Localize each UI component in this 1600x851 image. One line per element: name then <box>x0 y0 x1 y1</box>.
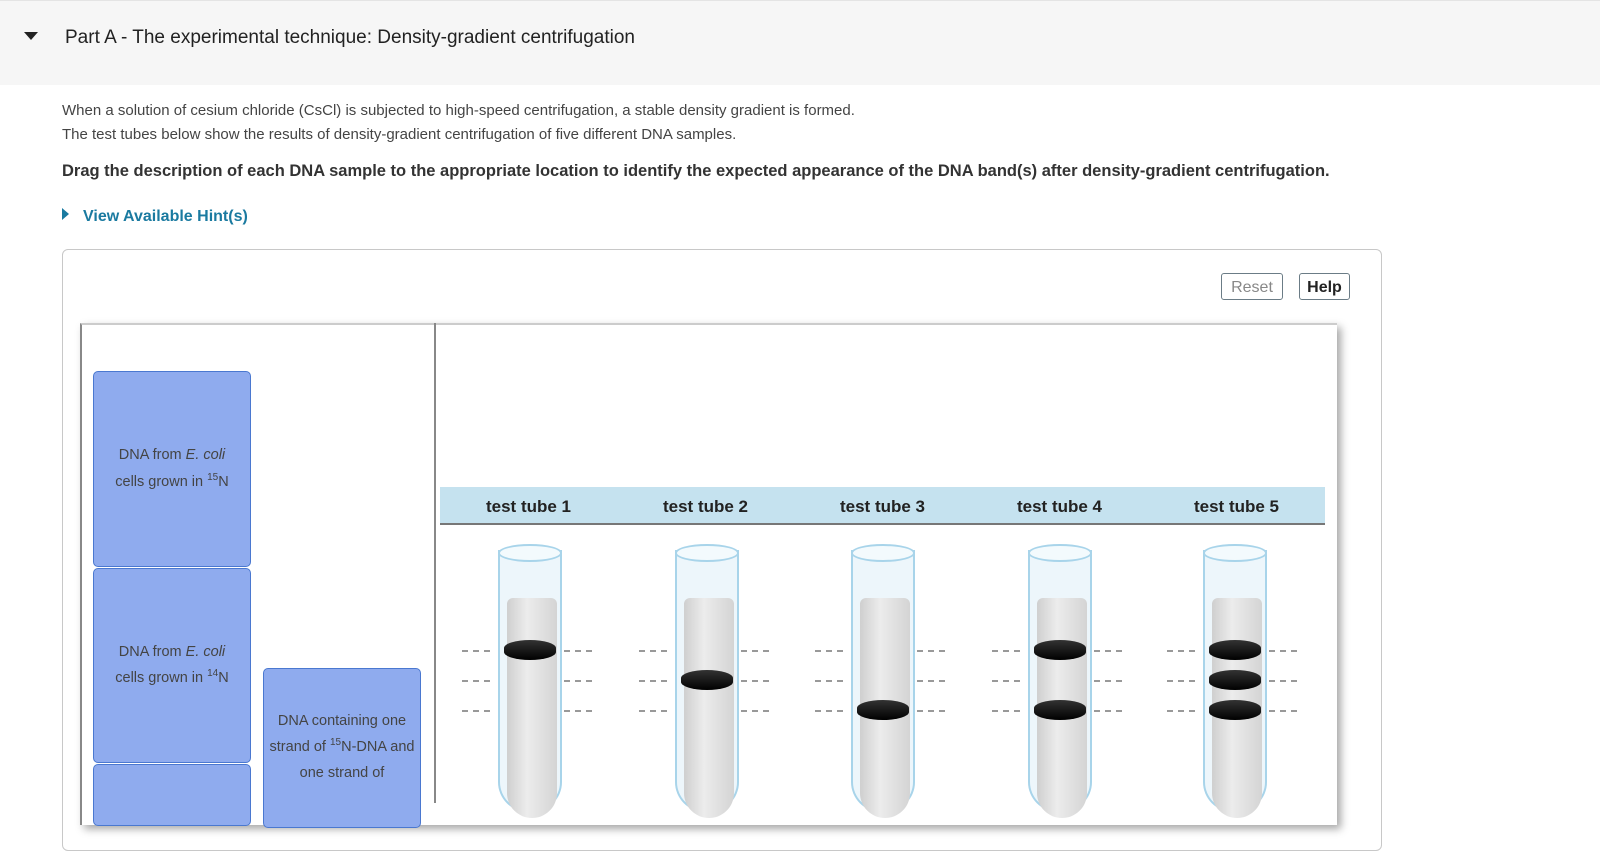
level-marker <box>1269 710 1297 712</box>
level-marker <box>1094 710 1122 712</box>
help-button[interactable]: Help <box>1299 273 1350 300</box>
level-marker <box>815 710 843 712</box>
card-text: N <box>218 473 229 490</box>
level-marker <box>564 710 592 712</box>
level-marker <box>917 710 945 712</box>
dna-band <box>1209 700 1261 720</box>
card-text: cells grown in <box>115 669 208 686</box>
level-marker <box>1269 680 1297 682</box>
part-header[interactable]: Part A - The experimental technique: Den… <box>0 0 1600 85</box>
tube-rim <box>675 544 739 562</box>
test-tube-label: test tube 3 <box>839 497 926 516</box>
tube-rim <box>1203 544 1267 562</box>
draggable-card-15n[interactable]: DNA from E. coli cells grown in 15N <box>93 371 251 567</box>
dna-band <box>681 670 733 690</box>
card-sup: 14 <box>207 668 219 680</box>
card-italic: E. coli <box>185 643 226 660</box>
dna-band <box>1209 670 1261 690</box>
card-italic: E. coli <box>185 447 226 464</box>
level-marker <box>917 680 945 682</box>
card-sup: 15 <box>207 471 219 483</box>
draggable-card-hybrid[interactable]: DNA containing one strand of 15N-DNA and… <box>263 668 421 828</box>
test-tube-drop-target[interactable] <box>462 544 592 818</box>
tube-glass <box>1028 550 1092 818</box>
card-text: N <box>218 669 229 686</box>
level-marker <box>1094 650 1122 652</box>
hint-label: View Available Hint(s) <box>83 208 248 225</box>
level-marker <box>992 710 1020 712</box>
test-tube-label: test tube 5 <box>1193 497 1280 516</box>
test-tube-drop-target[interactable] <box>815 544 945 818</box>
level-marker <box>992 650 1020 652</box>
part-title: Part A - The experimental technique: Den… <box>65 27 635 48</box>
level-marker <box>1167 710 1195 712</box>
tube-rim <box>851 544 915 562</box>
level-marker <box>462 680 490 682</box>
test-tube-label: test tube 1 <box>485 497 572 516</box>
level-marker <box>639 710 667 712</box>
level-marker <box>1167 680 1195 682</box>
test-tube-label: test tube 4 <box>1016 497 1103 516</box>
level-marker <box>1167 650 1195 652</box>
level-marker <box>741 710 769 712</box>
panel-divider <box>434 323 436 803</box>
gradient-liquid <box>684 598 734 818</box>
tube-glass <box>851 550 915 818</box>
tube-rim <box>498 544 562 562</box>
collapse-triangle-icon[interactable] <box>24 32 38 40</box>
dna-band <box>1209 640 1261 660</box>
level-marker <box>462 650 490 652</box>
dna-band <box>1034 640 1086 660</box>
reset-button[interactable]: Reset <box>1221 273 1283 300</box>
card-text: DNA from <box>118 643 186 660</box>
draggable-card-partial[interactable] <box>93 764 251 826</box>
card-text: cells grown in <box>115 473 208 490</box>
test-tube-drop-target[interactable] <box>639 544 769 818</box>
level-marker <box>741 650 769 652</box>
test-tube-drop-target[interactable] <box>1167 544 1297 818</box>
level-marker <box>992 680 1020 682</box>
card-text: DNA from <box>118 447 186 464</box>
test-tube-label: test tube 2 <box>662 497 749 516</box>
level-marker <box>564 680 592 682</box>
level-marker <box>639 680 667 682</box>
intro-line-1: When a solution of cesium chloride (CsCl… <box>62 102 855 119</box>
level-marker <box>462 710 490 712</box>
instruction: Drag the description of each DNA sample … <box>62 162 1330 180</box>
card-text: DNA containing one strand of <box>269 713 407 756</box>
level-marker <box>639 650 667 652</box>
level-marker <box>741 680 769 682</box>
level-marker <box>917 650 945 652</box>
dna-band <box>504 640 556 660</box>
level-marker <box>815 680 843 682</box>
view-hints-link[interactable]: View Available Hint(s) <box>62 208 248 226</box>
level-marker <box>815 650 843 652</box>
draggable-card-14n[interactable]: DNA from E. coli cells grown in 14N <box>93 568 251 763</box>
tube-glass <box>498 550 562 818</box>
test-tube-header: test tube 1 test tube 2 test tube 3 test tu… <box>440 487 1325 525</box>
dna-band <box>1034 700 1086 720</box>
level-marker <box>1269 650 1297 652</box>
dna-band <box>857 700 909 720</box>
tube-rim <box>1028 544 1092 562</box>
level-marker <box>564 650 592 652</box>
level-marker <box>1094 680 1122 682</box>
gradient-liquid <box>507 598 557 818</box>
card-text: N-DNA and one strand of <box>299 739 415 781</box>
card-sup: 15 <box>329 737 342 749</box>
test-tube-drop-target[interactable] <box>992 544 1122 818</box>
intro-line-2: The test tubes below show the results of… <box>62 126 737 143</box>
expand-triangle-icon <box>62 208 69 220</box>
